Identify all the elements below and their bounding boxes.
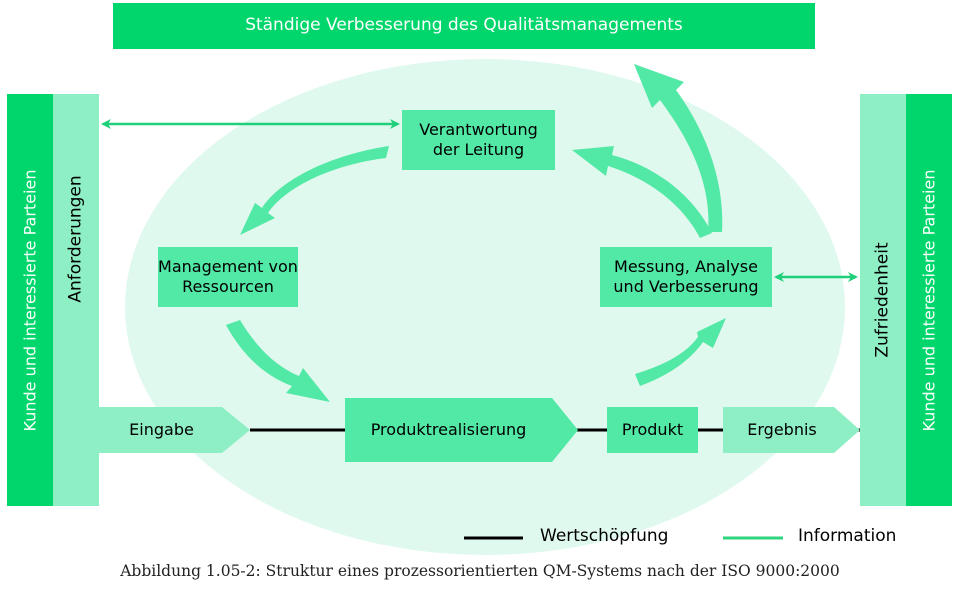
input-label: Eingabe [129,420,194,439]
cycle-arrow-measurement-to-improvement [634,64,723,232]
cycle-arrow-measurement-to-responsibility [572,146,712,238]
product-shape [607,407,698,453]
input-box: Eingabe [99,407,224,453]
output-box: Ergebnis [723,407,841,453]
continuous-improvement-label: Ständige Verbesserung des Qualitätsmanag… [245,15,683,36]
cycle-arrow-resources-to-realization [226,320,330,402]
measurement-box: Messung, Analyse und Verbesserung [600,247,772,307]
measurement-line2: und Verbesserung [613,277,759,296]
output-label: Ergebnis [747,420,817,439]
realization-label: Produktrealisierung [370,420,527,439]
cycle-arrow-product-to-measurement [635,318,726,386]
satisfaction-label: Zufriedenheit [873,242,894,358]
product-box: Produkt [607,407,698,453]
legend-item-value: Wertschöpfung [540,526,668,546]
realization-shape [345,398,578,462]
continuous-improvement-banner: Ständige Verbesserung des Qualitätsmanag… [113,3,815,49]
resources-box: Management von Ressourcen [158,247,298,307]
resources-shape [158,247,298,307]
output-arrow-shape [723,407,860,453]
requirements: Anforderungen [53,94,99,384]
legend-value-label: Wertschöpfung [540,526,669,546]
resources-line1: Management von [158,257,298,276]
left-stakeholder-bar [7,94,53,506]
left-stakeholders: Kunde und interessierte Parteien [7,94,53,506]
responsibility-box: Verantwortung der Leitung [402,110,555,170]
resources-line2: Ressourcen [182,277,274,296]
right-stakeholders-label: Kunde und interessierte Parteien [919,169,939,431]
left-requirements-bar [53,94,99,506]
legend-info-label: Information [798,526,897,546]
input-arrow-shape [99,407,250,453]
responsibility-line2: der Leitung [432,140,525,159]
cycle-arrow-responsibility-to-resources [240,146,389,235]
responsibility-line1: Verantwortung [419,120,538,139]
right-stakeholders: Kunde und interessierte Parteien [906,94,952,506]
satisfaction: Zufriedenheit [860,94,906,506]
measurement-shape [600,247,772,307]
cycle-arrows [226,64,726,402]
responsibility-shape [402,110,555,170]
right-satisfaction-bar [860,94,906,506]
left-stakeholders-label: Kunde und interessierte Parteien [20,169,40,431]
realization-box: Produktrealisierung [345,398,552,462]
product-label: Produkt [621,420,684,439]
legend-item-info: Information [798,526,896,546]
figure-caption: Abbildung 1.05-2: Struktur eines prozess… [120,562,840,580]
requirements-label: Anforderungen [66,175,87,303]
measurement-line1: Messung, Analyse [614,257,758,276]
right-stakeholder-bar [906,94,952,506]
